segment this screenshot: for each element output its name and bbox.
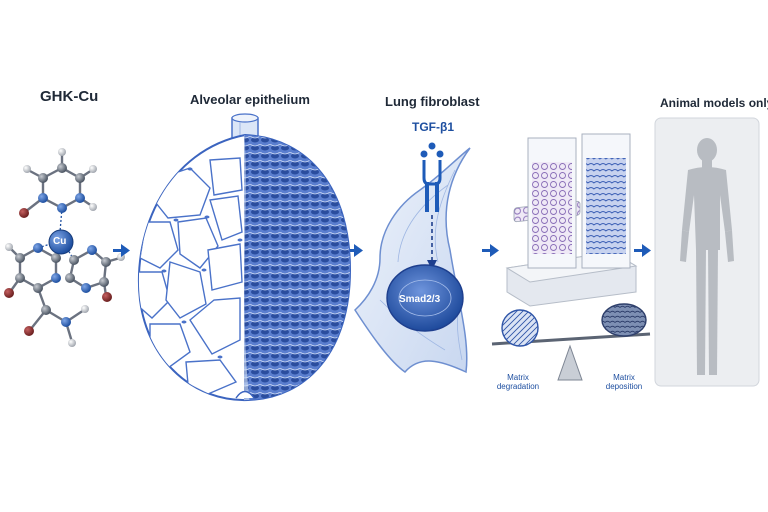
right-arrow-icon bbox=[346, 244, 363, 257]
histology-slides bbox=[505, 133, 638, 307]
fibroblast-title: Lung fibroblast bbox=[385, 94, 480, 109]
animal-models-panel bbox=[654, 117, 760, 387]
alveolar-title: Alveolar epithelium bbox=[190, 92, 310, 107]
right-arrow-icon bbox=[113, 244, 130, 257]
smad-label: Smad2/3 bbox=[399, 294, 441, 305]
alveolar-sac-illustration bbox=[138, 113, 352, 402]
matrix-degradation-label: Matrix degradation bbox=[496, 373, 540, 391]
degradation-yarn-icon bbox=[501, 309, 539, 347]
animal-models-title: Animal models only bbox=[660, 96, 768, 110]
seesaw-scale-icon bbox=[491, 303, 651, 381]
molecule-title: GHK-Cu bbox=[40, 88, 99, 105]
deposition-yarn-icon bbox=[601, 303, 647, 337]
flow-arrows bbox=[113, 244, 651, 257]
matrix-deposition-label: Matrix deposition bbox=[605, 373, 643, 391]
tgf-beta-label: TGF-β1 bbox=[412, 120, 454, 134]
human-silhouette-icon bbox=[680, 138, 734, 375]
copper-atom-icon bbox=[48, 229, 74, 255]
fibroblast-cell-illustration bbox=[354, 142, 471, 374]
copper-label: Cu bbox=[53, 236, 67, 247]
ghk-cu-molecule bbox=[4, 148, 125, 347]
right-arrow-icon bbox=[634, 244, 651, 257]
tgf-beta-receptor-icon bbox=[420, 142, 444, 212]
right-arrow-icon bbox=[482, 244, 499, 257]
